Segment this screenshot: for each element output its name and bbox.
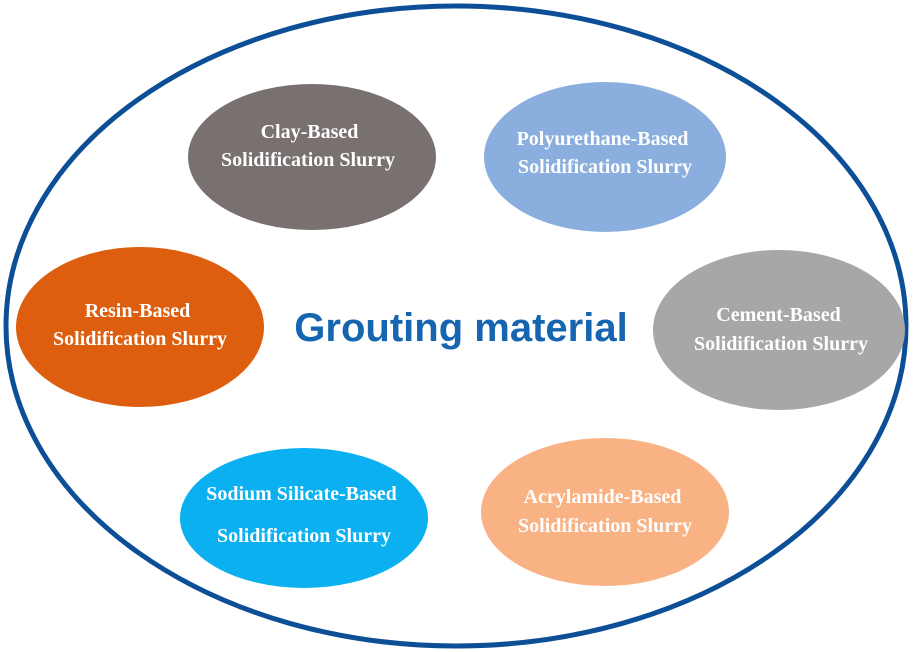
node-resin-ellipse [16, 247, 264, 407]
node-clay-label-line-2: Solidification Slurry [221, 149, 395, 171]
node-clay: Clay-Based Solidification Slurry [188, 84, 436, 230]
node-polyurethane-label-line-1: Polyurethane-Based [517, 128, 689, 150]
node-resin-label-line-1: Resin-Based [85, 300, 191, 322]
node-clay-ellipse [188, 84, 436, 230]
node-cement-ellipse [653, 250, 905, 410]
node-acrylamide-label: Acrylamide-Based Solidification Slurry [518, 486, 692, 537]
center-title: Grouting material [294, 306, 627, 350]
node-cement-label-line-1: Cement-Based [716, 304, 840, 326]
node-clay-label-line-1: Clay-Based [261, 121, 359, 143]
node-acrylamide-label-line-2: Solidification Slurry [518, 515, 692, 537]
node-sodium-silicate-label-line-1: Sodium Silicate-Based [206, 483, 397, 505]
node-acrylamide-ellipse [481, 438, 729, 586]
node-polyurethane-label-line-2: Solidification Slurry [518, 156, 692, 178]
node-polyurethane-ellipse [484, 82, 726, 232]
node-polyurethane: Polyurethane-Based Solidification Slurry [484, 82, 726, 232]
node-acrylamide-label-line-1: Acrylamide-Based [524, 486, 682, 508]
node-sodium-silicate: Sodium Silicate-Based Solidification Slu… [180, 448, 428, 588]
node-sodium-silicate-label-line-2: Solidification Slurry [217, 525, 391, 547]
node-acrylamide: Acrylamide-Based Solidification Slurry [481, 438, 729, 586]
node-sodium-silicate-label: Sodium Silicate-Based Solidification Slu… [206, 483, 402, 547]
node-resin-label: Resin-Based Solidification Slurry [53, 300, 227, 350]
node-clay-label: Clay-Based Solidification Slurry [221, 121, 395, 171]
node-cement-label-line-2: Solidification Slurry [694, 333, 868, 355]
node-cement-label: Cement-Based Solidification Slurry [694, 304, 868, 355]
node-polyurethane-label: Polyurethane-Based Solidification Slurry [517, 128, 694, 178]
node-resin-label-line-2: Solidification Slurry [53, 328, 227, 350]
node-resin: Resin-Based Solidification Slurry [16, 247, 264, 407]
node-cement: Cement-Based Solidification Slurry [653, 250, 905, 410]
node-sodium-silicate-ellipse [180, 448, 428, 588]
